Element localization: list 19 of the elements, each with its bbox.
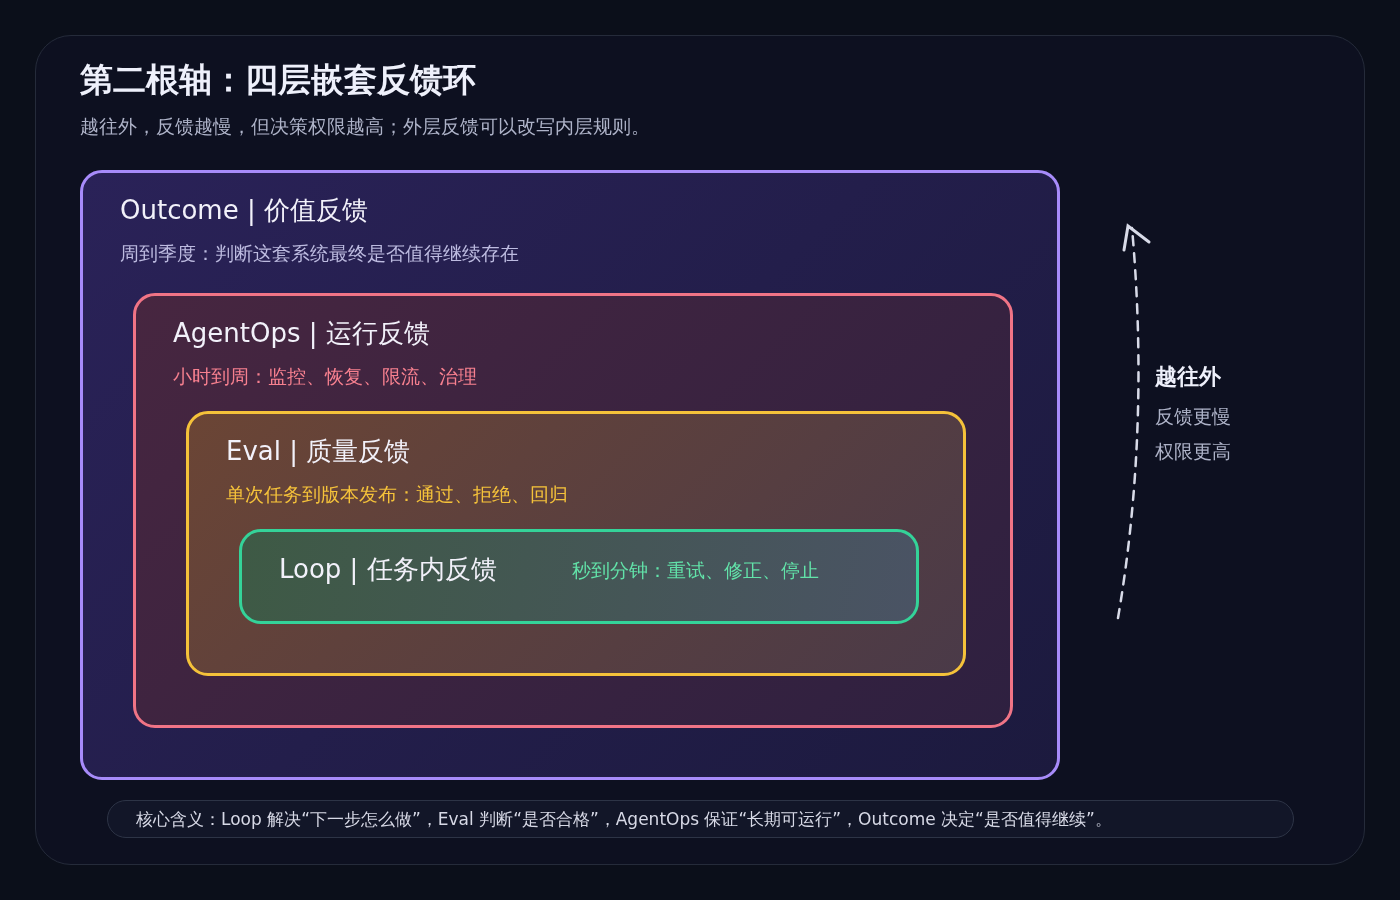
layer-heading: Outcome | 价值反馈 [120,194,368,228]
title: 第二根轴：四层嵌套反馈环 [80,59,476,101]
side-note: 反馈更慢 [1155,404,1231,429]
layer-heading: Loop | 任务内反馈 [279,553,497,587]
side-note: 权限更高 [1155,439,1231,464]
layer-description: 周到季度：判断这套系统最终是否值得继续存在 [120,241,519,266]
note-box [107,800,1294,838]
layer-description: 单次任务到版本发布：通过、拒绝、回归 [226,482,568,507]
layer-description: 小时到周：监控、恢复、限流、治理 [173,364,477,389]
note-text: 核心含义：Loop 解决“下一步怎么做”，Eval 判断“是否合格”，AgentOps 保证“长期可运行”，Outcome 决定“是否值得继续”。 [136,808,1112,831]
layer-description: 秒到分钟：重试、修正、停止 [572,558,819,583]
side-heading: 越往外 [1155,363,1221,391]
layer-box [80,170,1060,780]
subtitle: 越往外，反馈越慢，但决策权限越高；外层反馈可以改写内层规则。 [80,114,650,139]
layer-box [186,411,966,676]
layer-heading: Eval | 质量反馈 [226,435,411,469]
layer-box [133,293,1013,728]
layer-heading: AgentOps | 运行反馈 [173,317,430,351]
layer-box [239,529,919,624]
